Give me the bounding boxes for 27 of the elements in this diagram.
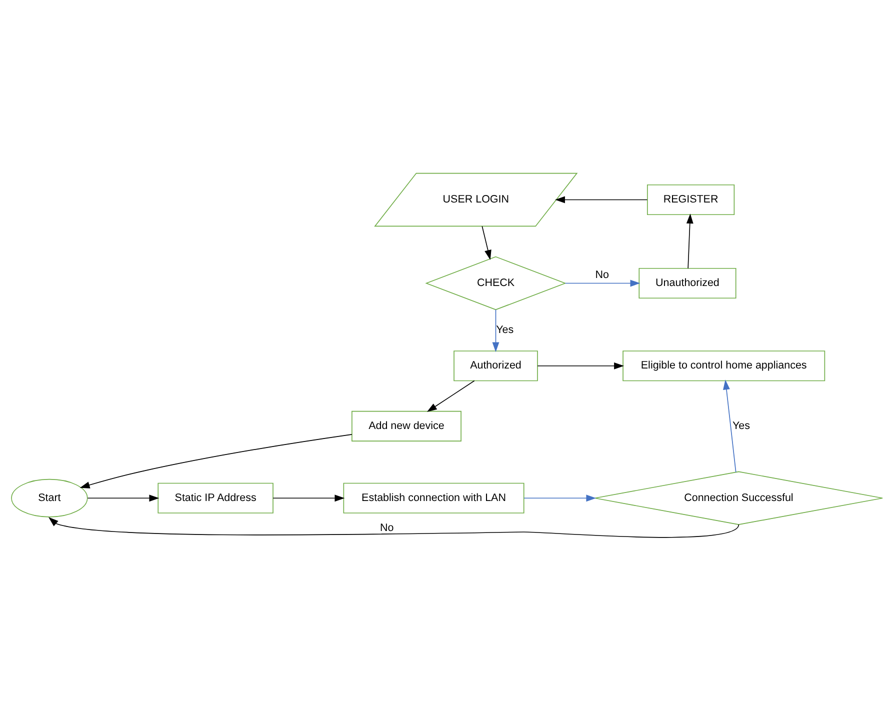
arrow: [48, 517, 740, 538]
arrow: [537, 362, 624, 370]
node-box: Static IP Address: [158, 482, 274, 514]
arrow: [492, 309, 500, 352]
node-box: Unauthorized: [638, 268, 736, 299]
node-diamond: Connection Successful: [594, 471, 883, 525]
arrow: [426, 380, 475, 412]
edge-label: No: [595, 268, 610, 281]
edge-label: Yes: [732, 420, 750, 432]
arrow: [272, 494, 345, 502]
edge-label: No: [380, 522, 394, 534]
node-diamond: CHECK: [425, 256, 566, 310]
edge-label: Yes: [496, 324, 514, 336]
arrow: [723, 380, 736, 473]
node-box: Authorized: [454, 350, 538, 382]
arrow: [564, 280, 640, 287]
node-box: REGISTER: [647, 184, 735, 216]
node-box: Establish connection with LAN: [343, 482, 524, 514]
arrow: [87, 494, 160, 502]
arrow: [482, 226, 492, 260]
arrow: [555, 196, 648, 204]
node-box: Eligible to control home appliances: [622, 350, 826, 382]
arrow: [80, 434, 352, 488]
arrow: [524, 494, 596, 502]
node-ellipse: Start: [11, 478, 88, 518]
node-box: Add new device: [352, 410, 462, 442]
arrow: [686, 214, 694, 269]
